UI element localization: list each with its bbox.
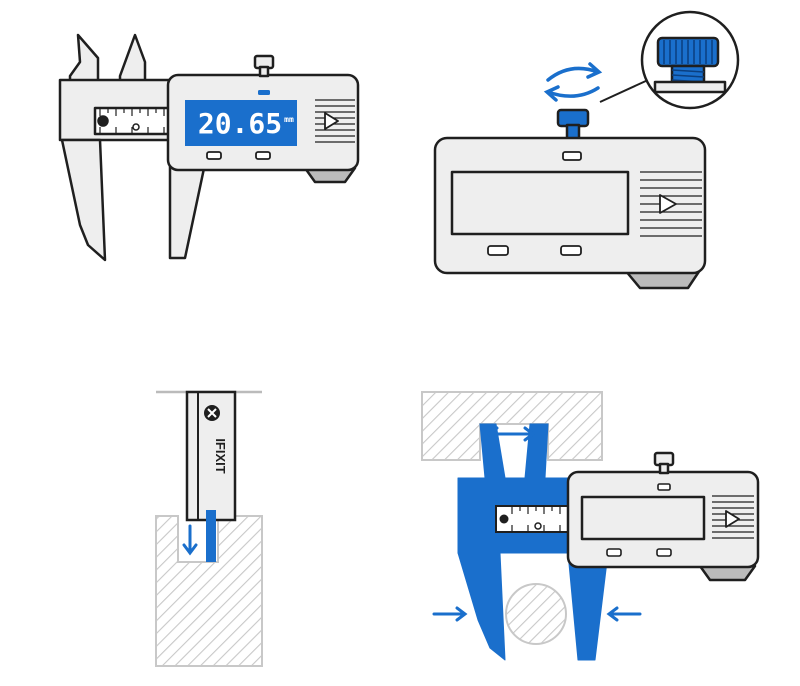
lower-jaw-right bbox=[567, 552, 609, 661]
lcd-unit: mm bbox=[284, 115, 294, 124]
lcd-screen bbox=[185, 100, 297, 146]
button-left bbox=[487, 245, 509, 256]
display-unit bbox=[566, 451, 760, 582]
double-arrow-icon bbox=[486, 426, 536, 442]
ifixit-logo-cross bbox=[207, 408, 217, 418]
button-left bbox=[206, 151, 222, 160]
knob-top bbox=[556, 108, 590, 128]
lock-knob-stem bbox=[258, 65, 270, 78]
round-stock bbox=[505, 583, 567, 645]
rotate-arrows-icon bbox=[543, 62, 603, 102]
zoom-body-edge bbox=[653, 80, 727, 94]
side-grip bbox=[315, 99, 355, 143]
button-right bbox=[255, 151, 271, 160]
panel-measurement bbox=[421, 391, 760, 661]
top-indicator bbox=[562, 151, 582, 161]
zoom-knob-knurl bbox=[663, 40, 713, 64]
lcd-value: 20.65 bbox=[198, 107, 282, 140]
brand-label: IFIXIT bbox=[213, 438, 228, 473]
scale-dot bbox=[534, 522, 542, 530]
top-hatched-block bbox=[421, 391, 603, 461]
scale-strip bbox=[495, 505, 579, 533]
lcd-screen bbox=[450, 170, 630, 236]
scale-dot bbox=[132, 123, 140, 131]
arrow-down-icon bbox=[182, 524, 198, 556]
depth-rod bbox=[206, 510, 216, 562]
lcd-screen bbox=[580, 495, 706, 541]
lock-knob-stem bbox=[658, 462, 670, 475]
play-triangle-icon bbox=[725, 510, 740, 528]
panel-caliper-reading bbox=[58, 33, 360, 262]
panel-depth-probe bbox=[155, 390, 263, 667]
top-indicator bbox=[657, 483, 671, 491]
play-triangle-icon bbox=[324, 112, 339, 130]
arrow-right-icon bbox=[432, 606, 468, 622]
lower-jaw-left bbox=[457, 552, 506, 661]
callout-line bbox=[599, 79, 649, 103]
lock-screw-icon bbox=[499, 514, 509, 524]
button-left bbox=[606, 548, 622, 557]
play-triangle-icon bbox=[659, 194, 677, 214]
side-grip bbox=[640, 171, 702, 237]
panel-lock-knob bbox=[433, 10, 740, 290]
arrow-left-icon bbox=[606, 606, 642, 622]
button-right bbox=[656, 548, 672, 557]
button-right bbox=[560, 245, 582, 256]
lock-screw-icon bbox=[97, 115, 109, 127]
lower-fixed-jaw bbox=[60, 138, 107, 262]
top-indicator bbox=[258, 90, 270, 95]
